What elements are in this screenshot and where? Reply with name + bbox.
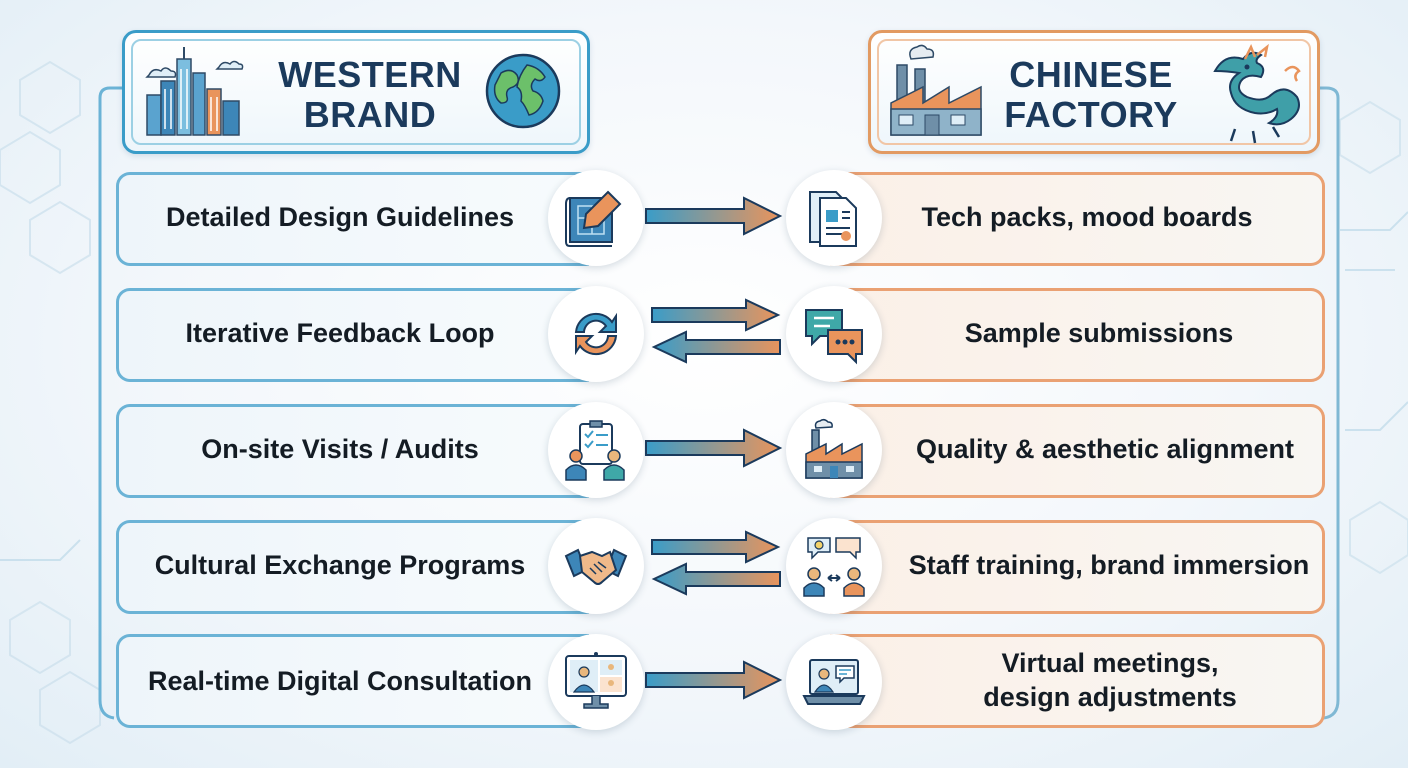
brand-pill [116,520,589,614]
brand-pill [116,634,589,728]
laptop-chat-icon [786,634,882,730]
factory-pill [830,634,1325,728]
factory-pill [830,404,1325,498]
factory-outcome-label: Staff training, brand immersion [908,550,1310,580]
chinese-factory-title: CHINESE FACTORY [993,55,1189,135]
brand-action-label: Cultural Exchange Programs [154,550,526,580]
factory-icon [890,44,982,136]
brand-pill [116,404,589,498]
handshake-icon [548,518,644,614]
factory-outcome-label: Quality & aesthetic alignment [915,434,1295,464]
factory-outcome-line-1: Virtual meetings, [1001,648,1219,678]
flow-arrow-right [645,196,783,236]
western-brand-header: WESTERN BRAND [122,30,590,154]
factory-pill [830,520,1325,614]
blueprint-icon [548,170,644,266]
title-line-2: BRAND [303,94,437,135]
dragon-icon [1213,43,1301,144]
video-call-monitor-icon [548,634,644,730]
document-icon [786,170,882,266]
clipboard-people-icon [548,402,644,498]
people-exchange-icon [786,518,882,614]
brand-action-label: Detailed Design Guidelines [165,202,515,232]
factory-outcome-label: Virtual meetings, design adjustments [880,646,1340,714]
brand-action-label: Iterative Feedback Loop [185,318,495,348]
title-line-2: FACTORY [1004,94,1178,135]
chat-bubbles-icon [786,286,882,382]
western-brand-title: WESTERN BRAND [255,55,485,135]
factory-pill [830,288,1325,382]
globe-icon [485,53,561,129]
flow-arrow-right [645,660,783,700]
title-line-1: WESTERN [278,54,462,95]
brand-pill [116,172,589,266]
factory-icon [786,402,882,498]
brand-action-label: Real-time Digital Consultation [147,666,533,696]
factory-outcome-line-2: design adjustments [983,682,1237,712]
feedback-arrows [651,298,781,364]
city-skyline-icon [145,47,244,136]
exchange-arrows [651,530,781,596]
brand-action-label: On-site Visits / Audits [201,434,479,464]
factory-pill [830,172,1325,266]
factory-outcome-label: Sample submissions [964,318,1234,348]
chinese-factory-header: CHINESE FACTORY [868,30,1320,154]
flow-arrow-right [645,428,783,468]
brand-pill [116,288,589,382]
title-line-1: CHINESE [1009,54,1173,95]
factory-outcome-label: Tech packs, mood boards [921,202,1253,232]
refresh-cycle-icon [548,286,644,382]
